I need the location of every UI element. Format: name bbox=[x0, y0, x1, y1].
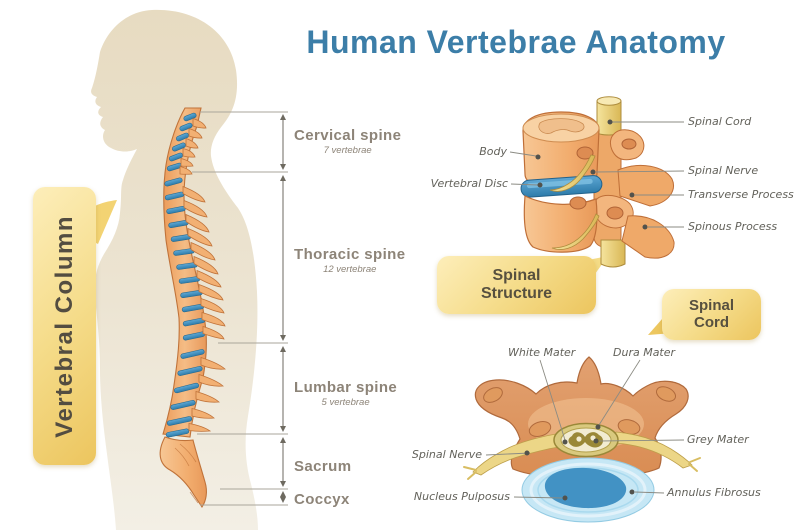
label-dura-mater: Dura Mater bbox=[613, 346, 676, 359]
spinal-cord-illustration bbox=[463, 356, 701, 523]
label-spinal-cord: Spinal Cord bbox=[688, 115, 752, 128]
spinous-processes bbox=[179, 117, 226, 432]
page-title: Human Vertebrae Anatomy bbox=[306, 24, 726, 60]
spinal-structure-illustration bbox=[520, 96, 675, 268]
spinal-structure-bubble-label: Spinal Structure bbox=[480, 267, 553, 302]
label-white-mater: White Mater bbox=[508, 346, 576, 359]
section-name: Thoracic spine bbox=[294, 246, 406, 263]
intervertebral-discs bbox=[164, 112, 206, 438]
label-nucleus-pulposus: Nucleus Pulposus bbox=[413, 490, 510, 503]
label-annulus-fibrosus: Annulus Fibrosus bbox=[667, 486, 761, 499]
label-cord-spinal-nerve: Spinal Nerve bbox=[411, 448, 482, 461]
section-name: Cervical spine bbox=[294, 127, 402, 144]
section-name: Lumbar spine bbox=[294, 379, 398, 396]
label-body: Body bbox=[479, 145, 507, 158]
section-cervical: Cervical spine 7 vertebrae bbox=[294, 127, 401, 156]
section-name: Sacrum bbox=[294, 458, 352, 475]
vertebral-column-bubble-pointer bbox=[94, 200, 117, 244]
label-spinous-process: Spinous Process bbox=[688, 220, 778, 233]
spinal-structure-bubble: Spinal Structure bbox=[437, 256, 596, 314]
vertebral-column-illustration bbox=[159, 107, 226, 508]
leader-lines bbox=[485, 121, 685, 499]
vertebral-column-label: Vertebral Column bbox=[50, 214, 78, 438]
label-transverse-process: Transverse Process bbox=[688, 188, 794, 201]
label-vertebral-disc: Vertebral Disc bbox=[430, 177, 508, 190]
section-thoracic: Thoracic spine 12 vertebrae bbox=[294, 246, 405, 275]
section-count: 7 vertebrae bbox=[323, 145, 372, 156]
sacrum-bone bbox=[159, 436, 207, 508]
section-sacrum: Sacrum bbox=[294, 458, 351, 475]
vertebral-column-bubble: Vertebral Column bbox=[33, 187, 96, 465]
spinal-cord-bubble-label: Spinal Cord bbox=[688, 296, 734, 331]
section-boundary-lines bbox=[192, 111, 288, 506]
section-count: 12 vertebrae bbox=[323, 264, 377, 275]
label-grey-mater: Grey Mater bbox=[687, 433, 749, 446]
section-name: Coccyx bbox=[294, 491, 350, 508]
label-spinal-nerve: Spinal Nerve bbox=[688, 164, 759, 177]
section-lumbar: Lumbar spine 5 vertebrae bbox=[294, 379, 397, 408]
sacrum-detail bbox=[174, 443, 199, 504]
spinal-cord-bubble: Spinal Cord bbox=[662, 289, 761, 340]
section-coccyx: Coccyx bbox=[294, 491, 350, 508]
leader-dots bbox=[524, 119, 648, 501]
section-count: 5 vertebrae bbox=[321, 397, 370, 408]
